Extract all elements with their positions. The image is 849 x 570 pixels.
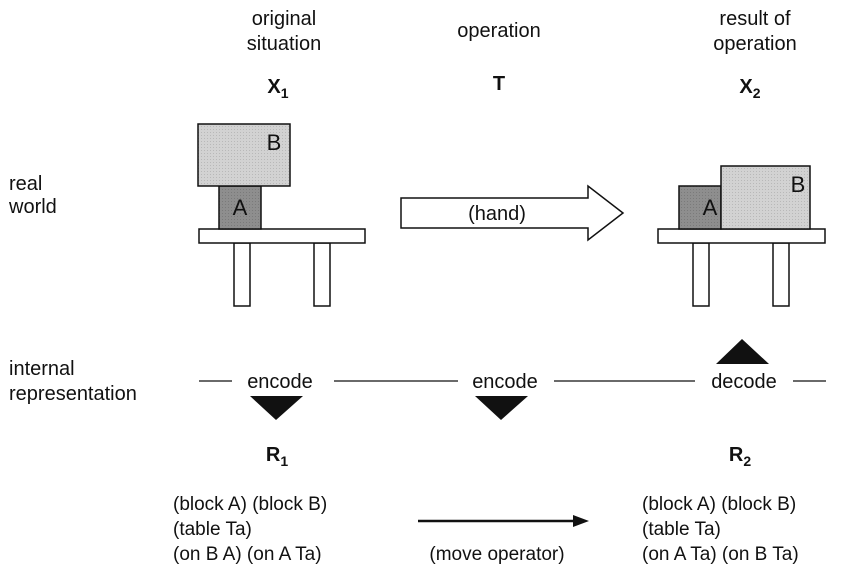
r1-symbol: R1 bbox=[266, 444, 288, 469]
internal-label-line2: representation bbox=[9, 383, 137, 405]
encode-middle-triangle-icon bbox=[475, 396, 528, 420]
left-block-b-label: B bbox=[267, 130, 282, 155]
decode-right-label: decode bbox=[711, 371, 777, 393]
original-situation-scene: A B bbox=[197, 123, 366, 307]
internal-label-line1: internal bbox=[9, 358, 75, 380]
right-block-a-label: A bbox=[703, 195, 718, 220]
operation-header: operation bbox=[457, 20, 540, 42]
real-world-label-line2: world bbox=[8, 196, 57, 218]
r2-line-3: (on A Ta) (on B Ta) bbox=[642, 544, 799, 565]
encode-left-label: encode bbox=[247, 371, 313, 393]
result-header-line2: operation bbox=[713, 33, 796, 55]
real-world-label-line1: real bbox=[9, 173, 42, 195]
result-header-line1: result of bbox=[719, 8, 791, 30]
right-table-leg-1 bbox=[692, 242, 710, 307]
right-block-b bbox=[720, 165, 811, 230]
r2-symbol: R2 bbox=[729, 444, 751, 469]
move-operator-label: (move operator) bbox=[429, 544, 564, 565]
left-block-a-label: A bbox=[233, 195, 248, 220]
result-scene: A B bbox=[657, 165, 826, 307]
x2-symbol: X2 bbox=[739, 76, 760, 101]
right-block-a bbox=[678, 185, 722, 230]
left-table-top bbox=[198, 228, 366, 244]
t-symbol: T bbox=[493, 73, 505, 95]
original-header-line1: original bbox=[252, 8, 316, 30]
r1-line-3: (on B A) (on A Ta) bbox=[173, 544, 322, 565]
hand-arrow: (hand) bbox=[400, 184, 625, 242]
left-table-leg-2 bbox=[313, 242, 331, 307]
encode-middle-label: encode bbox=[472, 371, 538, 393]
original-header-line2: situation bbox=[247, 33, 322, 55]
left-block-a bbox=[218, 185, 262, 230]
r1-line-2: (table Ta) bbox=[173, 519, 252, 540]
right-table-leg-2 bbox=[772, 242, 790, 307]
right-block-b-label: B bbox=[791, 172, 806, 197]
r2-line-2: (table Ta) bbox=[642, 519, 721, 540]
left-table-leg-1 bbox=[233, 242, 251, 307]
move-operator-arrow bbox=[418, 515, 589, 527]
hand-arrow-label: (hand) bbox=[468, 203, 526, 225]
right-table-top bbox=[657, 228, 826, 244]
r2-line-1: (block A) (block B) bbox=[642, 494, 796, 515]
x1-symbol: X1 bbox=[267, 76, 288, 101]
left-block-b bbox=[197, 123, 291, 187]
r1-line-1: (block A) (block B) bbox=[173, 494, 327, 515]
decode-triangle-icon bbox=[716, 339, 769, 364]
encode-left-triangle-icon bbox=[250, 396, 303, 420]
